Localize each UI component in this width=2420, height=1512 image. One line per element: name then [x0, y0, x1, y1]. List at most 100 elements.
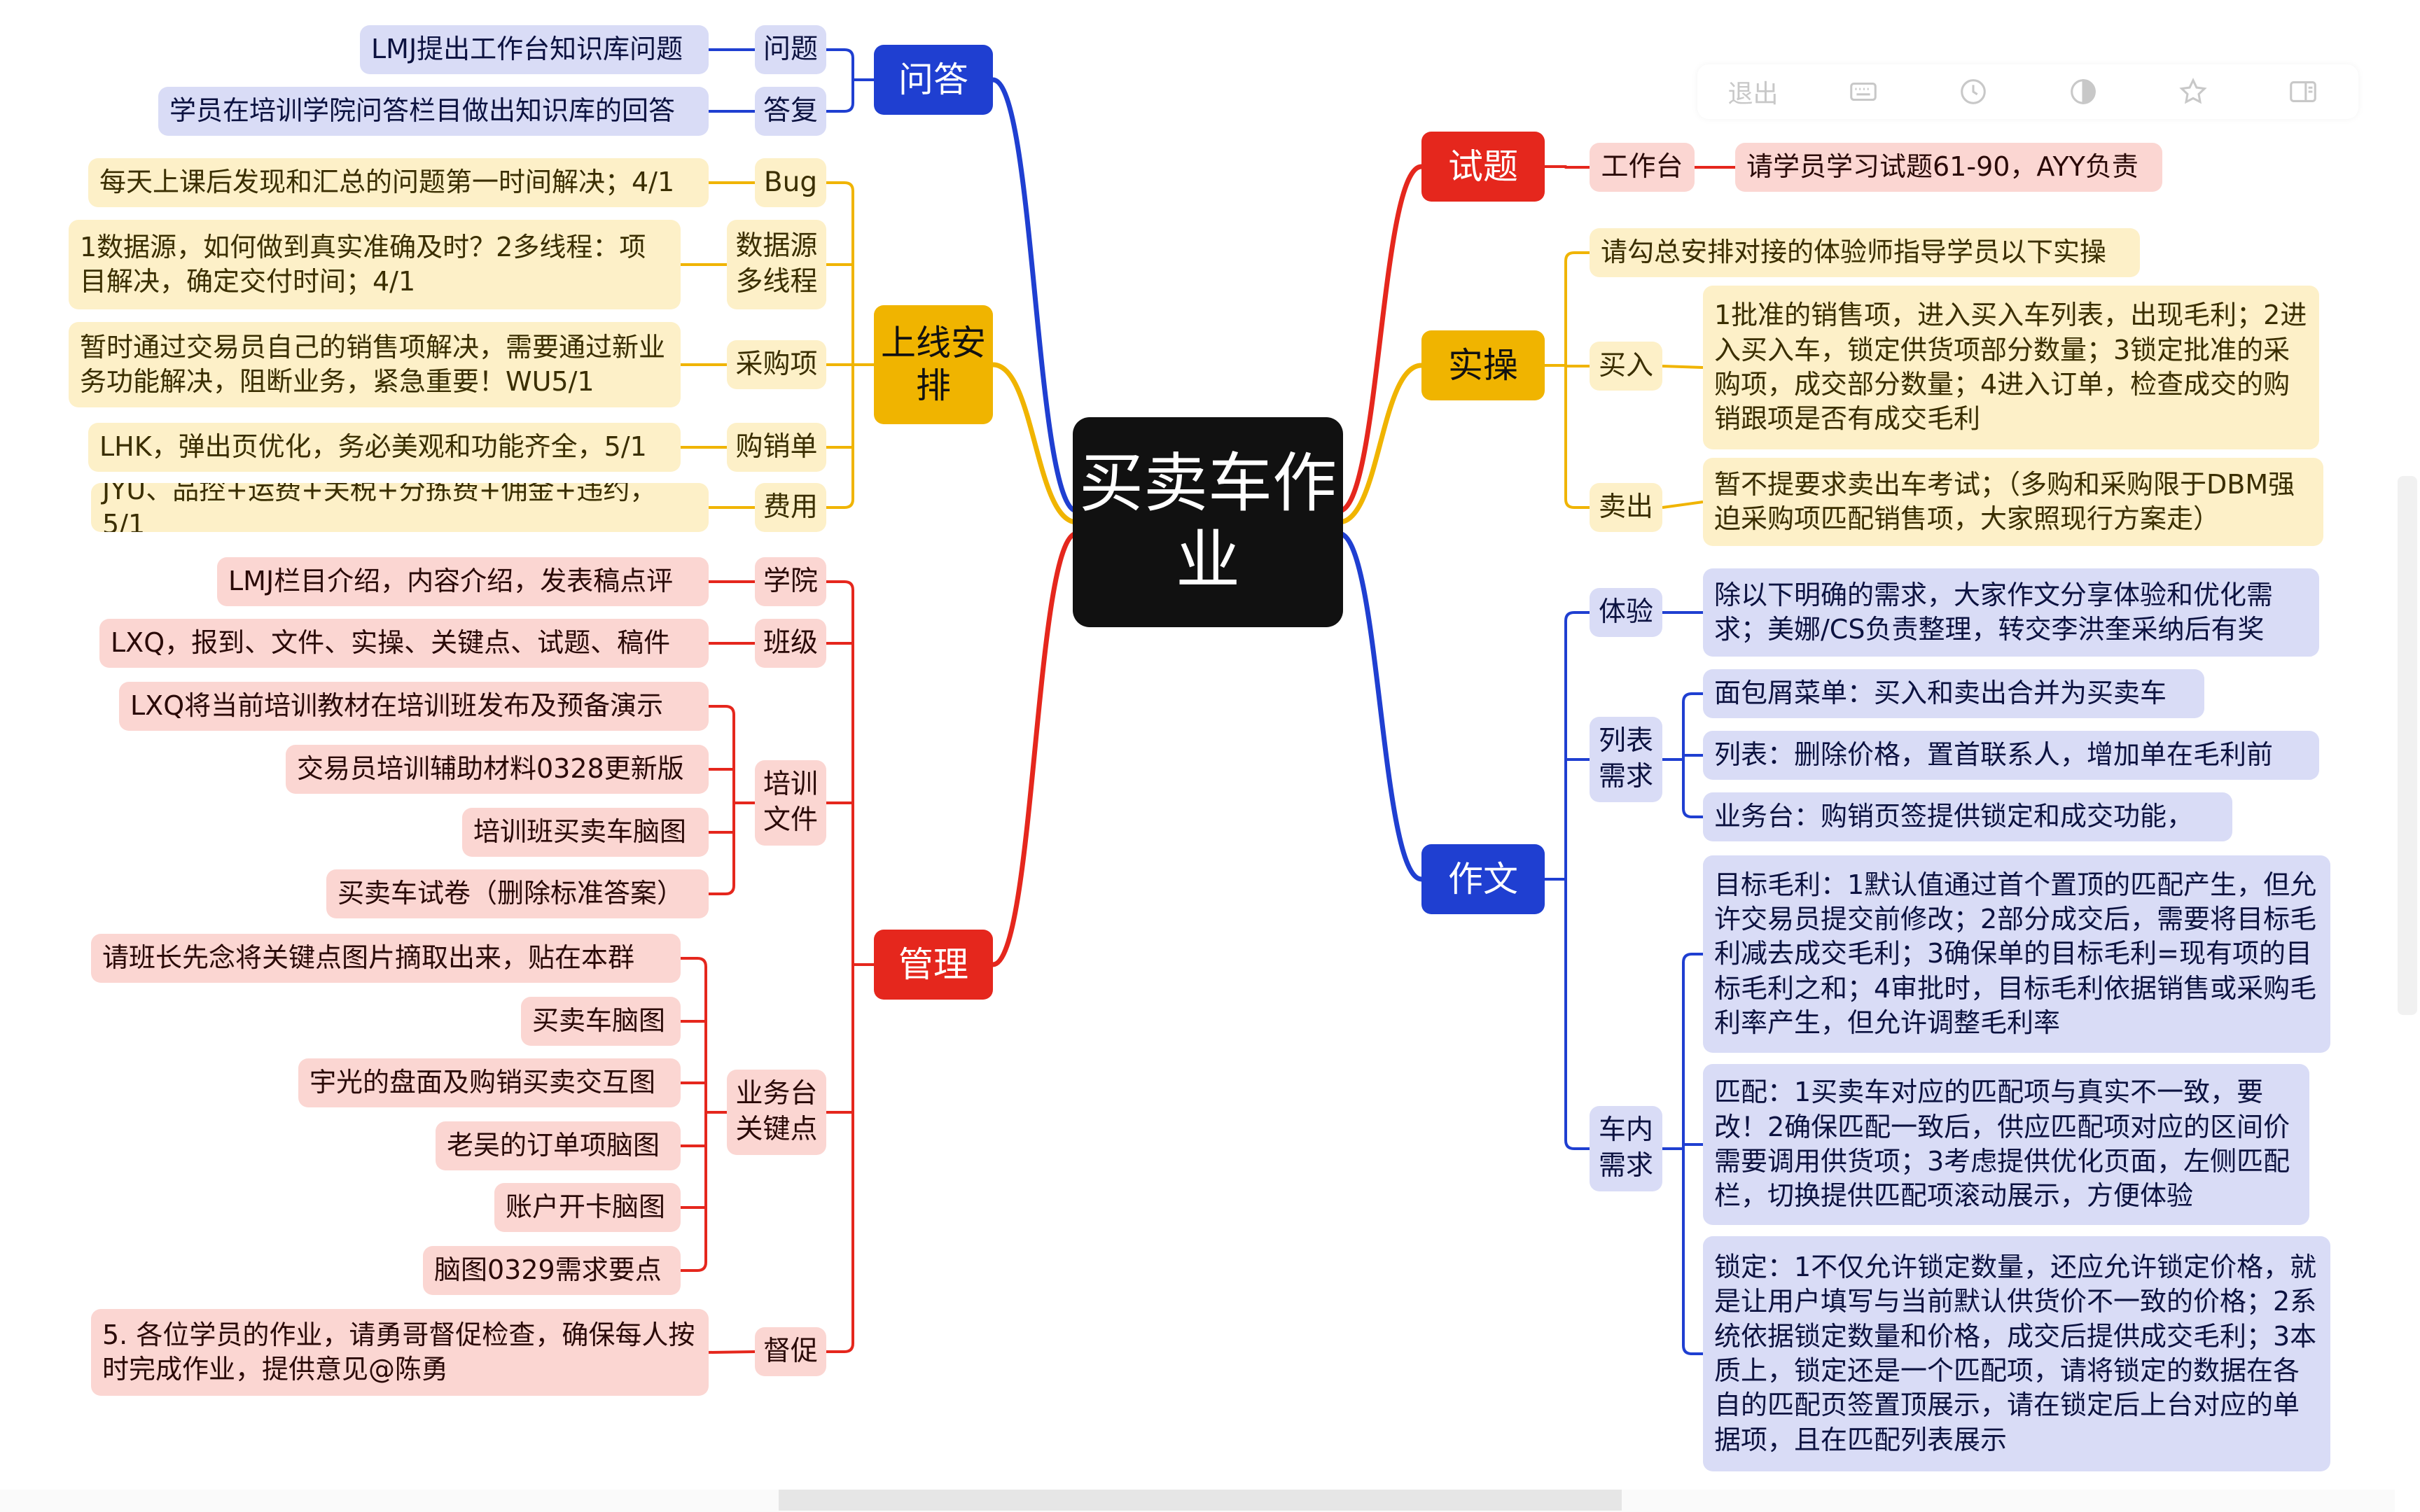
leaf-zw-lb-1[interactable]: 面包屑菜单：买入和卖出合并为买卖车 [1703, 669, 2204, 718]
subtopic-zw-ty[interactable]: 体验 [1590, 588, 1662, 637]
main-topic-zw[interactable]: 作文 [1421, 844, 1545, 914]
subtopic-gl-bj[interactable]: 班级 [755, 619, 826, 668]
leaf-qa-dafu-1[interactable]: 学员在培训学院问答栏目做出知识库的回答 [158, 87, 709, 136]
leaf-gl-ywt-1[interactable]: 请班长先念将关键点图片摘取出来，贴在本群 [91, 934, 681, 983]
leaf-sc-0-label: 请勾总安排对接的体验师指导学员以下实操 [1601, 237, 2107, 268]
favorite-button[interactable] [2169, 67, 2218, 116]
subtopic-qa-wenti[interactable]: 问题 [755, 25, 826, 74]
subtopic-st-gzt-label: 工作台 [1601, 150, 1683, 183]
main-topic-st[interactable]: 试题 [1421, 132, 1545, 202]
leaf-gl-px-4[interactable]: 买卖车试卷（删除标准答案） [326, 869, 709, 918]
main-topic-sc-label: 实操 [1448, 344, 1518, 386]
subtopic-gl-px-label: 培训文件 [763, 769, 818, 836]
connector-qa [825, 48, 875, 113]
subtopic-zw-cn[interactable]: 车内需求 [1590, 1106, 1662, 1191]
leaf-gl-px-4-label: 买卖车试卷（删除标准答案） [338, 878, 684, 909]
leaf-gl-ywt-4[interactable]: 老吴的订单项脑图 [436, 1121, 681, 1170]
subtopic-gl-px[interactable]: 培训文件 [755, 760, 826, 846]
subtopic-gl-dc-label: 督促 [763, 1335, 818, 1367]
main-topic-gl-label: 管理 [898, 944, 968, 985]
leaf-gl-px-3[interactable]: 培训班买卖车脑图 [462, 808, 709, 857]
subtopic-sx-gxd[interactable]: 购销单 [727, 423, 826, 472]
main-topic-qa[interactable]: 问答 [874, 45, 993, 115]
leaf-gl-px-2[interactable]: 交易员培训辅助材料0328更新版 [286, 745, 709, 794]
leaf-gl-bj-1-label: LXQ，报到、文件、实操、关键点、试题、稿件 [111, 627, 671, 659]
connector-gl [825, 580, 875, 1353]
connector-gl-ywt [679, 957, 728, 1272]
leaf-gl-ywt-5-label: 账户开卡脑图 [506, 1191, 666, 1223]
leaf-zw-cn-1[interactable]: 目标毛利：1默认值通过首个置顶的匹配产生，但允许交易员提交前修改；2部分成交后，… [1703, 855, 2330, 1053]
keyboard-icon [1850, 82, 1877, 102]
history-button[interactable] [1949, 67, 1998, 116]
leaf-gl-ywt-6-label: 脑图0329需求要点 [434, 1254, 662, 1286]
subtopic-gl-ywt-label: 业务台关键点 [735, 1078, 818, 1145]
subtopic-st-gzt[interactable]: 工作台 [1590, 143, 1695, 192]
subtopic-zw-cn-label: 车内需求 [1598, 1114, 1653, 1182]
main-topic-sx-label: 上线安排 [881, 323, 986, 406]
subtopic-gl-xy[interactable]: 学院 [755, 557, 826, 606]
subtopic-sx-cgx[interactable]: 采购项 [727, 340, 826, 389]
leaf-sx-sjy-1[interactable]: 1数据源，如何做到真实准确及时？2多线程：项目解决，确定交付时间；4/1 [69, 220, 681, 309]
leaf-zw-cn-2-label: 匹配：1买卖车对应的匹配项与真实不一致，要改！2确保匹配一致后，供应匹配项对应的… [1714, 1077, 2290, 1212]
leaf-sc-0[interactable]: 请勾总安排对接的体验师指导学员以下实操 [1590, 228, 2140, 277]
horizontal-scrollbar[interactable] [779, 1490, 1622, 1511]
subtopic-sc-mc[interactable]: 卖出 [1590, 483, 1662, 532]
leaf-sc-mr-1[interactable]: 1批准的销售项，进入买入车列表，出现毛利；2进入买入车，锁定供货项部分数量；3锁… [1703, 286, 2319, 449]
theme-button[interactable] [2059, 67, 2108, 116]
star-icon [2179, 78, 2208, 104]
leaf-gl-px-1[interactable]: LXQ将当前培训教材在培训班发布及预备演示 [119, 682, 709, 731]
main-topic-gl[interactable]: 管理 [874, 930, 993, 1000]
main-topic-sc[interactable]: 实操 [1421, 330, 1545, 400]
leaf-gl-dc-1-label: 5. 各位学员的作业，请勇哥督促检查，确保每人按时完成作业，提供意见@陈勇 [102, 1319, 695, 1385]
subtopic-sx-bug[interactable]: Bug [755, 158, 826, 207]
leaf-gl-ywt-3-label: 宇光的盘面及购销买卖交互图 [310, 1067, 656, 1098]
leaf-zw-lb-2-label: 列表：删除价格，置首联系人，增加单在毛利前 [1714, 739, 2274, 771]
leaf-sx-fy-1-label: JYU、品控+运费+关税+分拣费+佣金+违约，5/1 [102, 483, 657, 532]
exit-button[interactable]: 退出 [1727, 80, 1779, 108]
leaf-sx-bug-1[interactable]: 每天上课后发现和汇总的问题第一时间解决；4/1 [88, 158, 709, 207]
sidebar-button[interactable] [2279, 67, 2328, 116]
subtopic-sx-gxd-label: 购销单 [735, 430, 818, 463]
subtopic-gl-dc[interactable]: 督促 [755, 1327, 826, 1376]
leaf-gl-ywt-5[interactable]: 账户开卡脑图 [494, 1183, 681, 1232]
leaf-sx-cgx-1[interactable]: 暂时通过交易员自己的销售项解决，需要通过新业务功能解决，阻断业务，紧急重要！WU… [69, 322, 681, 407]
leaf-gl-ywt-2[interactable]: 买卖车脑图 [521, 997, 681, 1046]
leaf-sx-fy-1[interactable]: JYU、品控+运费+关税+分拣费+佣金+违约，5/1 [91, 483, 709, 532]
leaf-gl-dc-1[interactable]: 5. 各位学员的作业，请勇哥督促检查，确保每人按时完成作业，提供意见@陈勇 [91, 1309, 709, 1396]
leaf-zw-ty-1[interactable]: 除以下明确的需求，大家作文分享体验和优化需求；美娜/CS负责整理，转交李洪奎采纳… [1703, 568, 2319, 657]
keyboard-button[interactable] [1839, 67, 1888, 116]
leaf-zw-lb-3[interactable]: 业务台：购销页签提供锁定和成交功能， [1703, 792, 2232, 841]
central-topic[interactable]: 买卖车作业 [1073, 417, 1343, 627]
leaf-gl-xy-1[interactable]: LMJ栏目介绍，内容介绍，发表稿点评 [217, 557, 709, 606]
leaf-sx-gxd-1[interactable]: LHK，弹出页优化，务必美观和功能齐全，5/1 [88, 423, 681, 472]
leaf-qa-wenti-1[interactable]: LMJ提出工作台知识库问题 [360, 25, 709, 74]
subtopic-zw-lb[interactable]: 列表需求 [1590, 717, 1662, 802]
subtopic-sx-cgx-label: 采购项 [735, 348, 818, 380]
leaf-zw-lb-2[interactable]: 列表：删除价格，置首联系人，增加单在毛利前 [1703, 731, 2319, 780]
branch-line-zw [1336, 531, 1424, 882]
vertical-scrollbar[interactable] [2398, 476, 2417, 1015]
main-topic-sx[interactable]: 上线安排 [874, 305, 993, 424]
subtopic-qa-dafu[interactable]: 答复 [755, 87, 826, 136]
subtopic-sc-mr[interactable]: 买入 [1590, 342, 1662, 391]
branch-line-st [1336, 164, 1424, 514]
leaf-zw-cn-3[interactable]: 锁定：1不仅允许锁定数量，还应允许锁定价格，就是让用户填写与当前默认供货价不一致… [1703, 1236, 2330, 1471]
leaf-sx-bug-1-label: 每天上课后发现和汇总的问题第一时间解决；4/1 [99, 167, 675, 198]
main-topic-st-label: 试题 [1448, 146, 1518, 187]
connector-sc-mc [1662, 500, 1704, 509]
leaf-sc-mc-1[interactable]: 暂不提要求卖出车考试；（多购和采购限于DBM强迫采购项匹配销售项，大家照现行方案… [1703, 458, 2323, 546]
subtopic-gl-bj-label: 班级 [763, 626, 818, 659]
leaf-gl-ywt-3[interactable]: 宇光的盘面及购销买卖交互图 [298, 1058, 681, 1107]
leaf-gl-ywt-6[interactable]: 脑图0329需求要点 [423, 1246, 681, 1295]
leaf-zw-cn-2[interactable]: 匹配：1买卖车对应的匹配项与真实不一致，要改！2确保匹配一致后，供应匹配项对应的… [1703, 1064, 2309, 1225]
subtopic-sx-fy[interactable]: 费用 [755, 483, 826, 532]
subtopic-sx-sjy[interactable]: 数据源多线程 [727, 220, 826, 309]
leaf-zw-ty-1-label: 除以下明确的需求，大家作文分享体验和优化需求；美娜/CS负责整理，转交李洪奎采纳… [1714, 579, 2274, 645]
leaf-gl-ywt-4-label: 老吴的订单项脑图 [447, 1130, 660, 1161]
connector-zw-lb [1661, 692, 1704, 818]
leaf-qa-dafu-1-label: 学员在培训学院问答栏目做出知识库的回答 [169, 95, 676, 127]
leaf-gl-bj-1[interactable]: LXQ，报到、文件、实操、关键点、试题、稿件 [99, 619, 709, 668]
leaf-st-gzt-1[interactable]: 请学员学习试题61-90，AYY负责 [1735, 143, 2162, 192]
subtopic-gl-ywt[interactable]: 业务台关键点 [727, 1070, 826, 1155]
